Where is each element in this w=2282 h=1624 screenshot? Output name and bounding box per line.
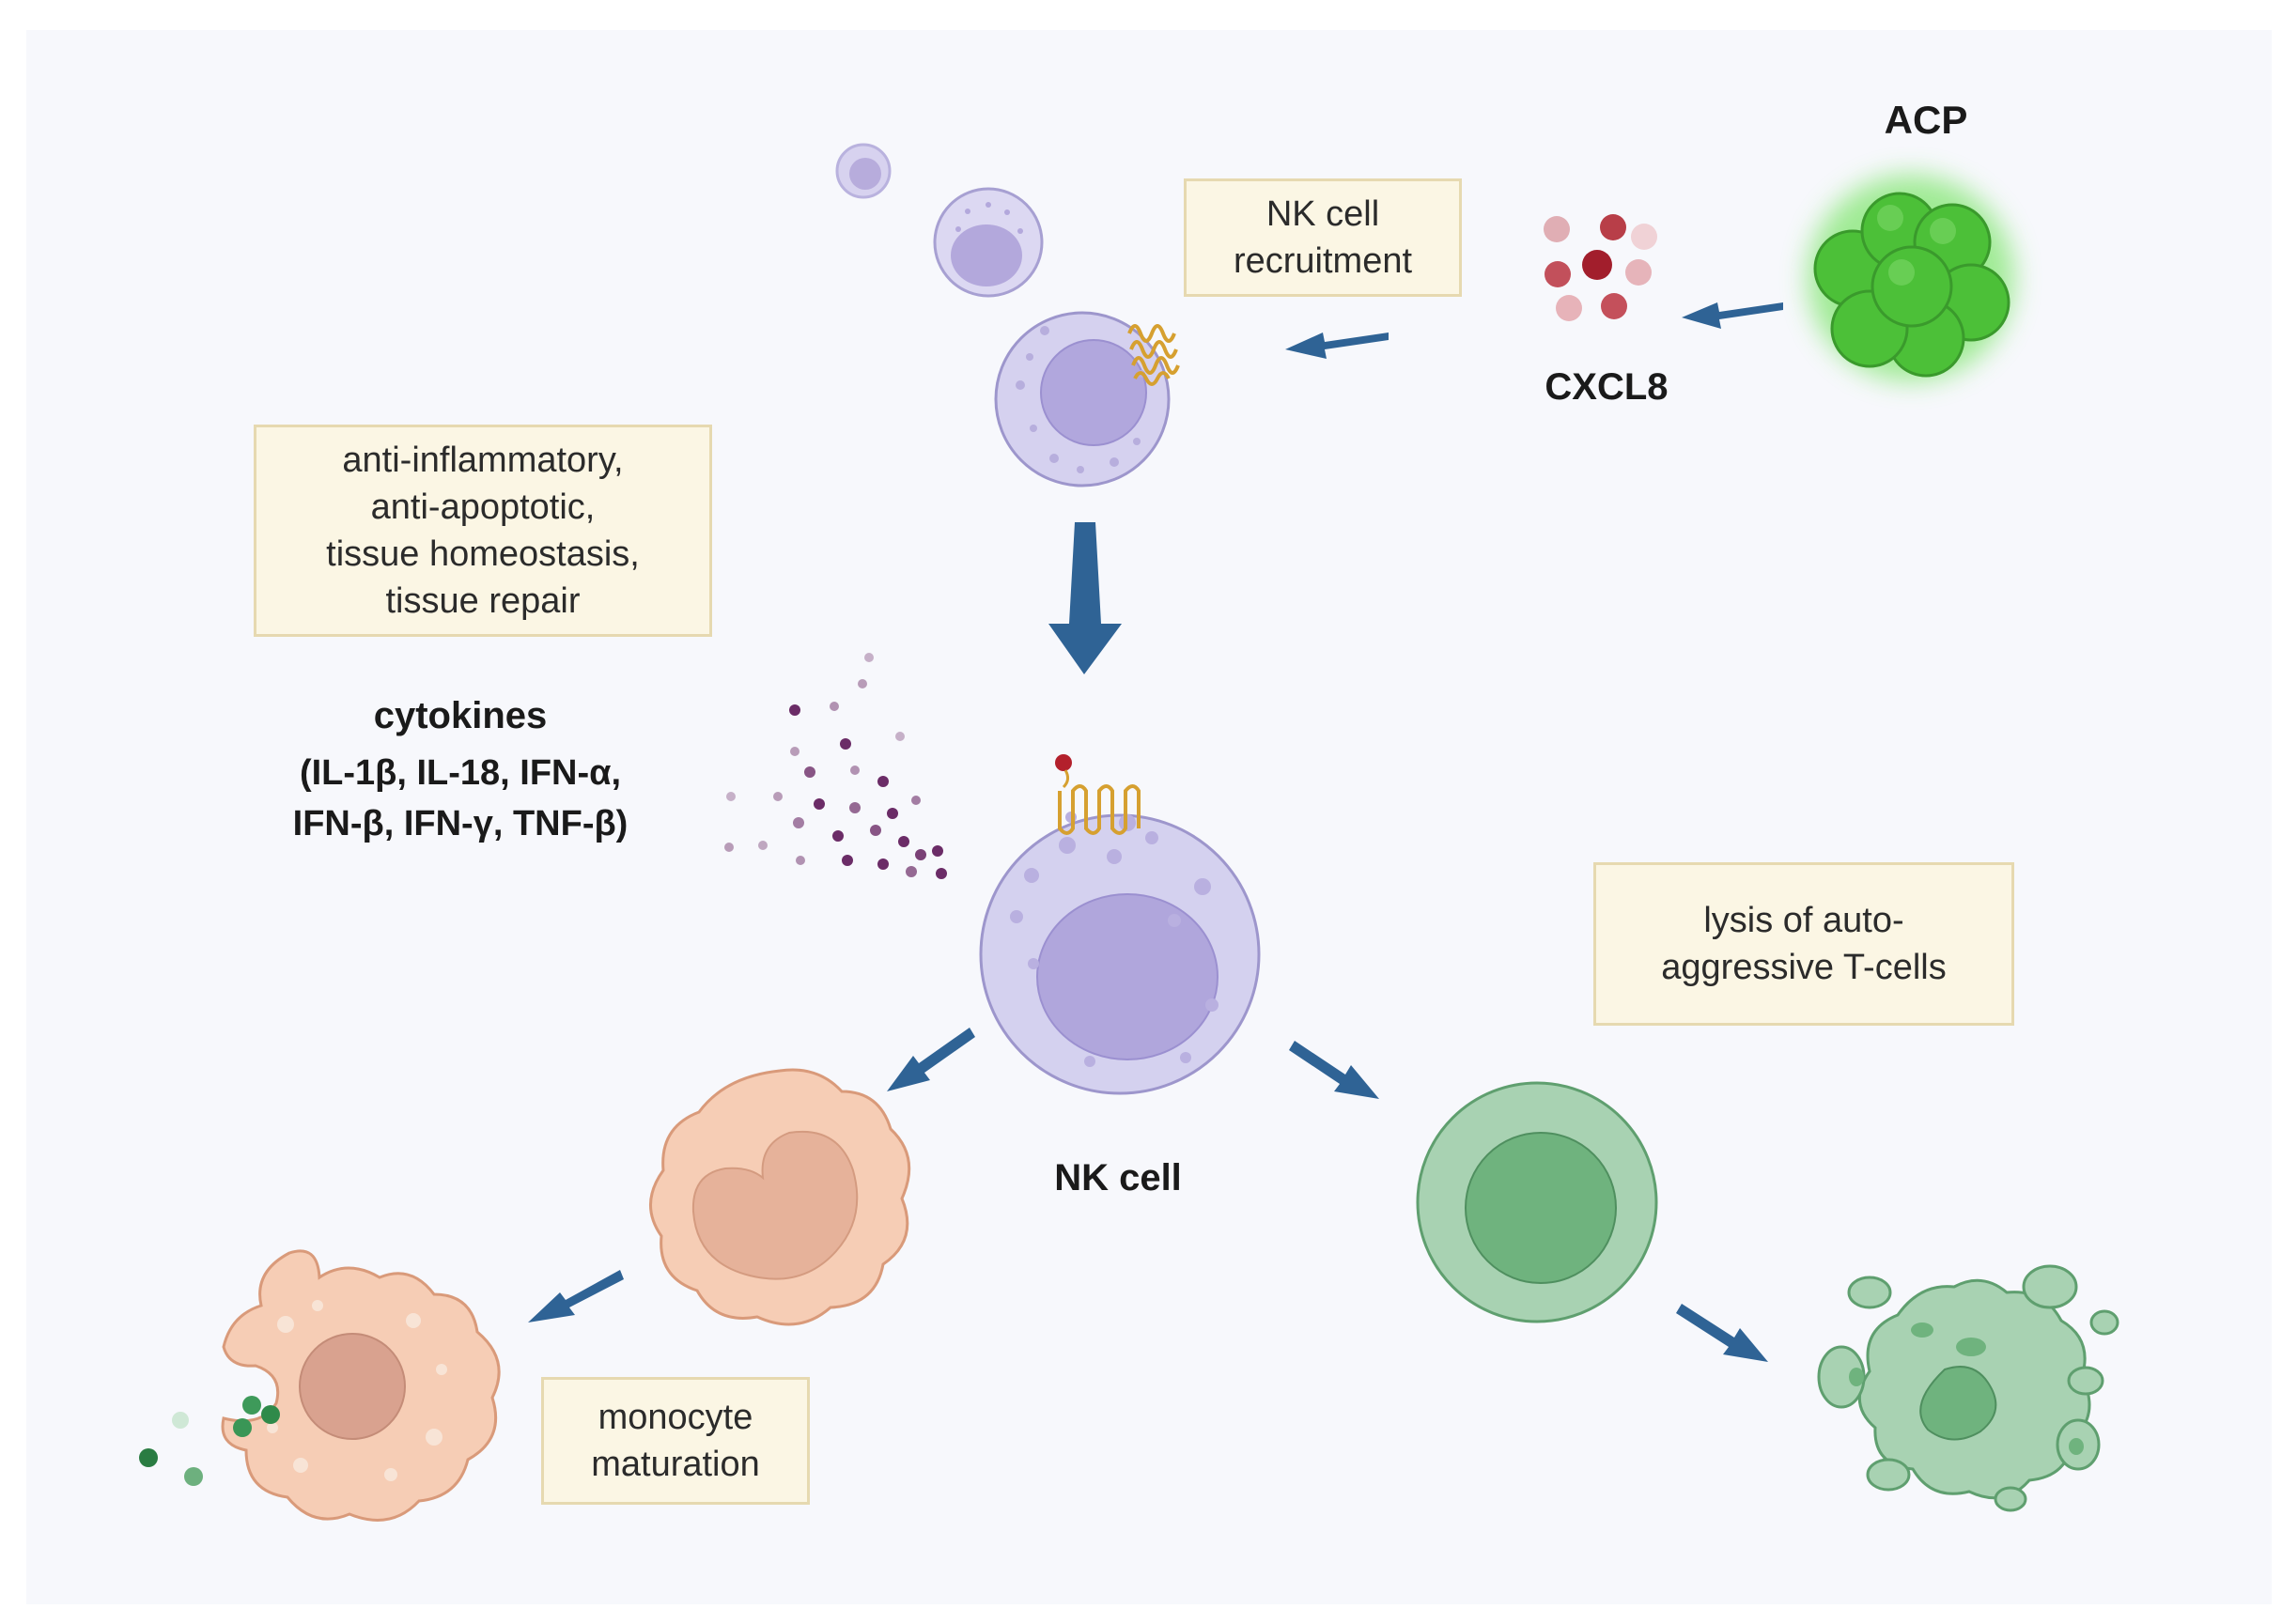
recruitment-box: NK cell recruitment	[1184, 178, 1462, 297]
cytokines-list: (IL-1β, IL-18, IFN-α, IFN-β, IFN-γ, TNF-…	[292, 753, 629, 843]
cytokine-particles-icon	[724, 653, 947, 879]
functions-box: anti-inflammatory, anti-apoptotic, tissu…	[254, 425, 712, 637]
arrow-icon	[1289, 1041, 1379, 1099]
acp-label: ACP	[1884, 98, 1968, 142]
t-cell-icon	[1416, 1081, 1658, 1323]
progenitor-cell-small-icon	[835, 143, 892, 199]
monocyte-icon	[649, 1068, 911, 1326]
arrow-icon	[1676, 1304, 1768, 1362]
arrow-icon	[1048, 302, 1783, 674]
phagocytosed-particles-icon	[139, 1396, 280, 1486]
macrophage-icon	[221, 1249, 501, 1522]
cxcl8-chemokine-icon	[1544, 214, 1657, 321]
apoptotic-cell-icon	[1817, 1264, 2119, 1512]
receptor-icon	[1055, 754, 1141, 835]
cytokines-title: cytokines	[373, 695, 548, 736]
arrow-icon	[528, 1270, 624, 1322]
lysis-box: lysis of auto- aggressive T-cells	[1593, 862, 2014, 1026]
receptor-upper-icon	[1127, 324, 1180, 386]
acp-cluster-icon	[1808, 175, 2014, 381]
monocyte-maturation-box: monocyte maturation	[541, 1377, 810, 1505]
nk-cell-label: NK cell	[1054, 1157, 1182, 1199]
cxcl8-label: CXCL8	[1545, 366, 1669, 408]
arrow-icon	[887, 1028, 975, 1091]
nk-cell-upper-icon	[994, 311, 1171, 487]
progenitor-cell-medium-icon	[933, 187, 1044, 298]
nk-cell-icon	[979, 812, 1261, 1095]
